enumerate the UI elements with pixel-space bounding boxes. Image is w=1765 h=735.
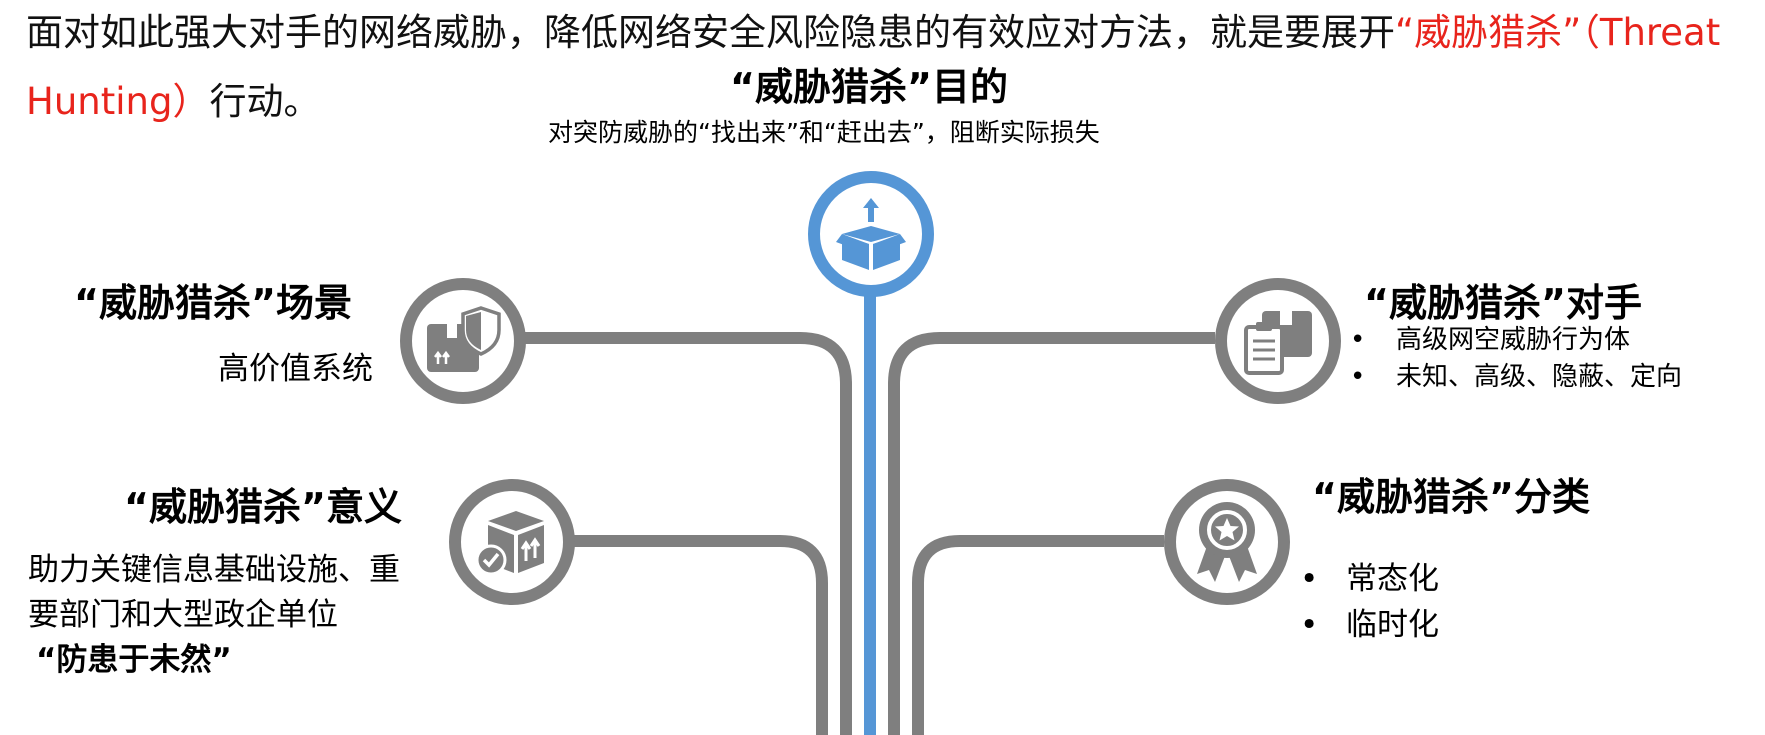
category-title: “威胁猎杀”分类: [1312, 475, 1590, 519]
scenario-text: 高价值系统: [218, 351, 373, 387]
adversary-list: 高级网空威胁行为体 未知、高级、隐蔽、定向: [1350, 322, 1682, 396]
scenario-node: [400, 278, 526, 404]
intro-text-before: 面对如此强大对手的网络威胁，降低网络安全风险隐患的有效应对方法，就是要展开: [26, 11, 1395, 54]
category-list: 常态化 临时化: [1300, 556, 1439, 648]
intro-highlight: “威胁猎杀”（Threat Hunting）: [26, 11, 1721, 123]
significance-node: [449, 479, 575, 605]
significance-line-2: 要部门和大型政企单位: [28, 597, 338, 633]
purpose-title: “威胁猎杀”目的: [730, 65, 1008, 109]
category-item: 常态化: [1300, 556, 1439, 602]
box-clipboard-icon: [1244, 311, 1312, 375]
significance-title: “威胁猎杀”意义: [124, 485, 402, 529]
adversary-item: 高级网空威胁行为体: [1350, 322, 1682, 359]
significance-emphasis: “防患于未然”: [36, 642, 232, 678]
scenario-title: “威胁猎杀”场景: [74, 281, 352, 325]
purpose-subtitle: 对突防威胁的“找出来”和“赶出去”，阻断实际损失: [548, 118, 1100, 147]
box-check-icon: [476, 511, 544, 576]
box-upload-icon: [836, 198, 906, 270]
wire-category: [912, 535, 1164, 735]
award-badge-icon: [1197, 502, 1257, 582]
purpose-node: [808, 171, 934, 297]
category-node: [1164, 479, 1290, 605]
adversary-item: 未知、高级、隐蔽、定向: [1350, 359, 1682, 396]
adversary-node: [1215, 278, 1341, 404]
wire-adversary: [888, 332, 1215, 735]
box-shield-icon: [427, 306, 501, 372]
significance-line-1: 助力关键信息基础设施、重: [28, 552, 400, 588]
intro-text-after: 行动。: [209, 80, 321, 123]
wire-scenario: [523, 332, 852, 735]
wire-significance: [572, 535, 828, 735]
adversary-title: “威胁猎杀”对手: [1364, 281, 1642, 325]
intro-text: 面对如此强大对手的网络威胁，降低网络安全风险隐患的有效应对方法，就是要展开“威胁…: [26, 0, 1726, 136]
category-item: 临时化: [1300, 602, 1439, 648]
